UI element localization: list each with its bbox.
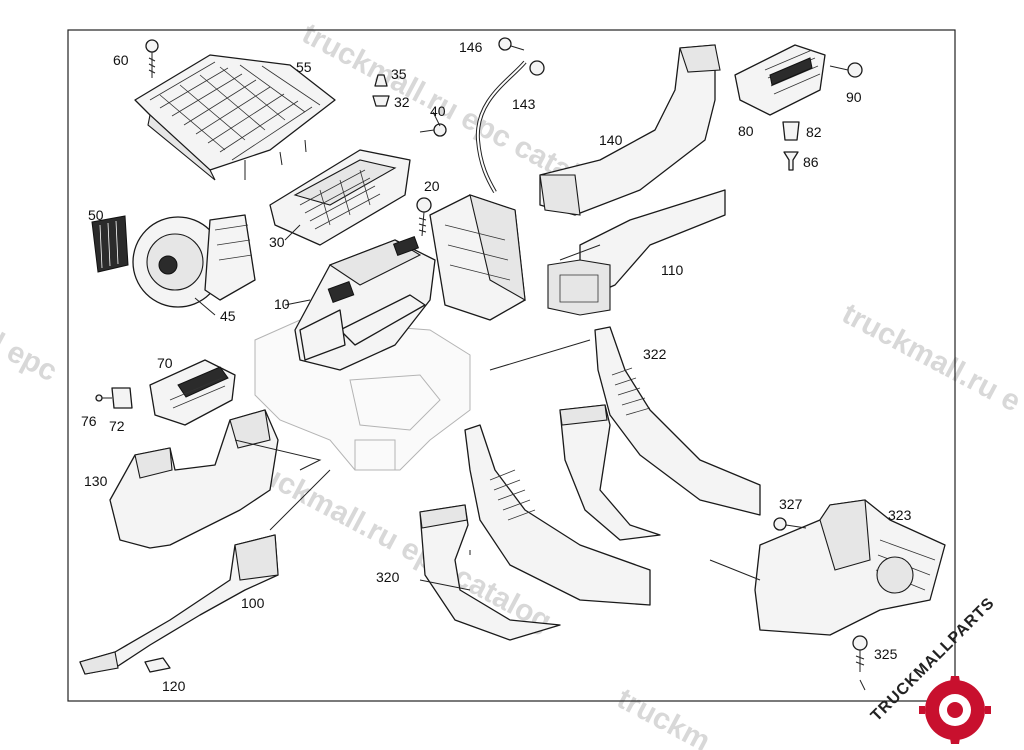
heater-core-box — [429, 194, 526, 321]
label-60: 60 — [113, 52, 129, 68]
clip-86-icon — [783, 151, 799, 171]
clip-35-icon — [374, 74, 388, 87]
part-130-air-duct — [109, 409, 279, 549]
watermark-text-5: truckm — [612, 682, 716, 750]
screw-146-icon — [498, 37, 525, 51]
part-80-side-vent — [734, 44, 826, 116]
clip-72-icon — [111, 387, 133, 409]
label-72: 72 — [109, 418, 125, 434]
label-82: 82 — [806, 124, 822, 140]
watermark-text-3: truckmall.ru e — [837, 297, 1024, 419]
part-45-blower-motor — [132, 214, 256, 308]
label-327: 327 — [779, 496, 803, 512]
label-325: 325 — [874, 646, 898, 662]
label-130: 130 — [84, 473, 108, 489]
screw-327-icon — [773, 517, 807, 531]
label-40: 40 — [430, 103, 446, 119]
part-55-defroster-grille — [134, 54, 336, 181]
part-50-filter — [91, 215, 129, 273]
label-140: 140 — [599, 132, 623, 148]
label-322: 322 — [643, 346, 667, 362]
label-90: 90 — [846, 89, 862, 105]
label-70: 70 — [157, 355, 173, 371]
part-323-blower-housing — [754, 499, 946, 636]
part-labels: 60 55 35 32 146 143 40 140 80 82 86 90 2… — [81, 39, 912, 694]
part-320-air-duct — [419, 424, 651, 641]
screw-40-icon — [419, 123, 447, 137]
screw-60-icon — [145, 39, 159, 78]
label-80: 80 — [738, 123, 754, 139]
clip-82-icon — [782, 121, 800, 141]
label-32: 32 — [394, 94, 410, 110]
part-322-air-duct — [559, 326, 761, 541]
part-140-air-duct — [539, 44, 721, 216]
label-20: 20 — [424, 178, 440, 194]
label-45: 45 — [220, 308, 236, 324]
part-143-drain-hose — [475, 60, 545, 194]
screw-325-icon — [852, 635, 868, 672]
part-100-air-duct — [79, 534, 279, 675]
label-50: 50 — [88, 207, 104, 223]
label-30: 30 — [269, 234, 285, 250]
label-110: 110 — [661, 262, 684, 278]
part-10-distribution-housing — [294, 235, 436, 371]
label-120: 120 — [162, 678, 186, 694]
clip-76-icon — [95, 394, 112, 402]
screw-90-icon — [829, 62, 863, 78]
leader-lines — [194, 111, 866, 691]
clip-32-icon — [372, 95, 390, 107]
part-70-left-vent — [149, 359, 236, 426]
label-143: 143 — [512, 96, 536, 112]
label-100: 100 — [241, 595, 265, 611]
label-10: 10 — [274, 296, 290, 312]
label-86: 86 — [803, 154, 819, 170]
label-76: 76 — [81, 413, 97, 429]
label-323: 323 — [888, 507, 912, 523]
label-55: 55 — [296, 59, 312, 75]
watermark-text-4: l epc — [0, 327, 63, 388]
label-35: 35 — [391, 66, 407, 82]
part-110-air-duct — [547, 189, 726, 316]
label-320: 320 — [376, 569, 400, 585]
screw-20-icon — [416, 197, 432, 237]
clip-120-icon — [144, 657, 171, 673]
label-146: 146 — [459, 39, 483, 55]
diagram-frame — [67, 29, 956, 702]
truckmallparts-logo: TRUCKMALLPARTS — [868, 594, 998, 744]
part-30-center-vent — [269, 149, 411, 246]
